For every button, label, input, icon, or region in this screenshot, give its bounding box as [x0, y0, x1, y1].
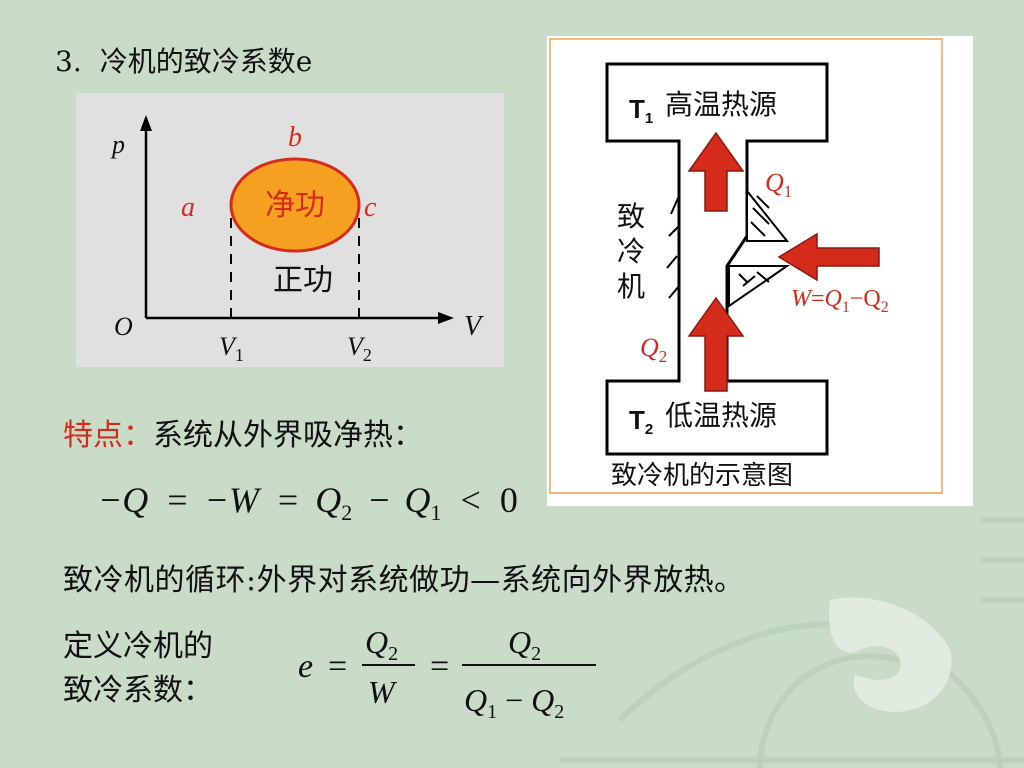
eq1-minus-q: −Q	[98, 480, 148, 520]
work-equation: W=Q1−Q2	[791, 286, 889, 316]
definition-text: 定义冷机的 致冷系数：	[63, 625, 213, 713]
machine-char-2: 冷	[617, 235, 645, 268]
eq2-e: e	[298, 648, 313, 685]
title-text: 冷机的致冷系数e	[99, 45, 313, 78]
cop-equation: e = Q2 W = Q2 Q1−Q2	[298, 624, 596, 723]
point-b-label: b	[288, 122, 302, 153]
feature-line: 特点：系统从外界吸净热：	[63, 410, 423, 454]
v1-label: V1	[219, 332, 244, 365]
v2-label: V2	[347, 332, 372, 365]
cycle-description: 致冷机的循环:外界对系统做功—系统向外界放热。	[63, 563, 745, 598]
definition-line-1: 定义冷机的	[63, 629, 213, 664]
eq1-equals-1: =	[167, 480, 187, 520]
eq1-minus-w: −W	[205, 480, 262, 520]
v-axis-label: V	[464, 311, 484, 342]
p-axis-label: p	[110, 130, 125, 159]
eq1-zero: 0	[500, 480, 518, 520]
origin-label: O	[114, 312, 133, 341]
eq2-den1: W	[368, 674, 398, 710]
eq1-q1: Q	[405, 480, 431, 520]
low-source-t: T2	[629, 405, 653, 438]
eq1-q1-sub: 1	[431, 500, 442, 525]
low-source-label: 低温热源	[665, 399, 777, 432]
lower-notch-hatch	[738, 271, 770, 287]
q2-label: Q2	[640, 333, 667, 366]
definition-line-2: 致冷系数：	[63, 673, 213, 708]
feature-label: 特点：	[63, 418, 153, 453]
slide-title: 3. 冷机的致冷系数e	[55, 40, 312, 80]
cycle-ellipse	[229, 157, 361, 253]
eq1-less-than: <	[461, 480, 481, 520]
point-a-label: a	[181, 192, 195, 223]
eq2-den2: Q1−Q2	[464, 682, 564, 723]
arrow-up-bottom-icon	[687, 296, 745, 392]
upper-notch-hatch	[750, 195, 770, 237]
machine-char-3: 机	[617, 270, 645, 303]
arrow-left-work-icon	[777, 232, 880, 282]
fridge-caption: 致冷机的示意图	[611, 461, 793, 491]
pv-diagram: p V O V1 V2 a b c 净功 正功	[76, 93, 504, 367]
arrow-up-top-icon	[687, 131, 745, 212]
eq2-num2: Q2	[508, 624, 541, 665]
high-source-t: T1	[629, 94, 653, 127]
refrigerator-diagram: T1 高温热源 T2 低温热源 致 冷 机 Q1 Q2 W=Q1−Q2 致冷机的…	[547, 36, 973, 506]
point-c-label: c	[364, 192, 377, 223]
eq2-equals-2: =	[430, 648, 449, 685]
machine-char-1: 致	[617, 200, 645, 233]
q1-label: Q1	[765, 168, 792, 201]
net-work-label: 净功	[265, 188, 325, 223]
v-axis-arrow-icon	[438, 312, 454, 324]
machine-outline	[605, 62, 829, 456]
title-number: 3.	[55, 45, 82, 78]
feature-text: 系统从外界吸净热：	[153, 418, 423, 453]
p-axis-arrow-icon	[140, 115, 152, 131]
eq1-q2-sub: 2	[341, 500, 352, 525]
positive-work-label: 正功	[273, 263, 333, 298]
fridge-panel-border	[549, 38, 943, 494]
eq1-minus: −	[369, 480, 389, 520]
heat-equation: −Q = −W = Q2 − Q1 < 0	[98, 480, 518, 528]
high-source-label: 高温热源	[665, 88, 777, 121]
eq1-q2: Q	[315, 480, 341, 520]
left-wall-hatch	[666, 195, 680, 299]
eq2-num1: Q2	[365, 624, 398, 665]
eq2-equals-1: =	[328, 648, 347, 685]
eq1-equals-2: =	[278, 480, 298, 520]
lower-notch	[728, 265, 791, 308]
svg-text:−Q = −W = Q2: −Q = −W = Q2 − Q1 < 0	[98, 480, 518, 528]
